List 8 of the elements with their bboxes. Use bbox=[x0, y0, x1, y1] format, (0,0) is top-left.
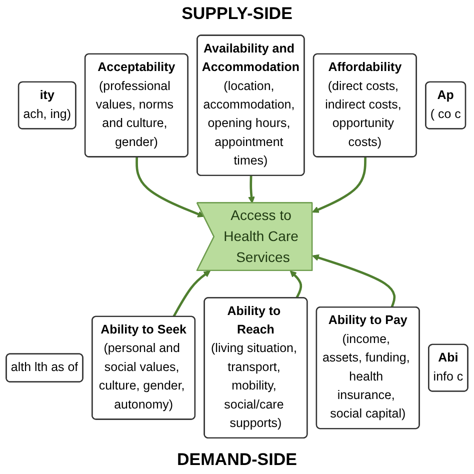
arrow bbox=[312, 254, 396, 308]
arrow bbox=[290, 270, 302, 300]
side-heading: SUPPLY-SIDE bbox=[182, 4, 292, 24]
arrow bbox=[172, 270, 210, 318]
arrow bbox=[136, 158, 204, 218]
arrow bbox=[312, 158, 366, 214]
arrow bbox=[248, 176, 255, 204]
side-heading: DEMAND-SIDE bbox=[177, 450, 297, 470]
